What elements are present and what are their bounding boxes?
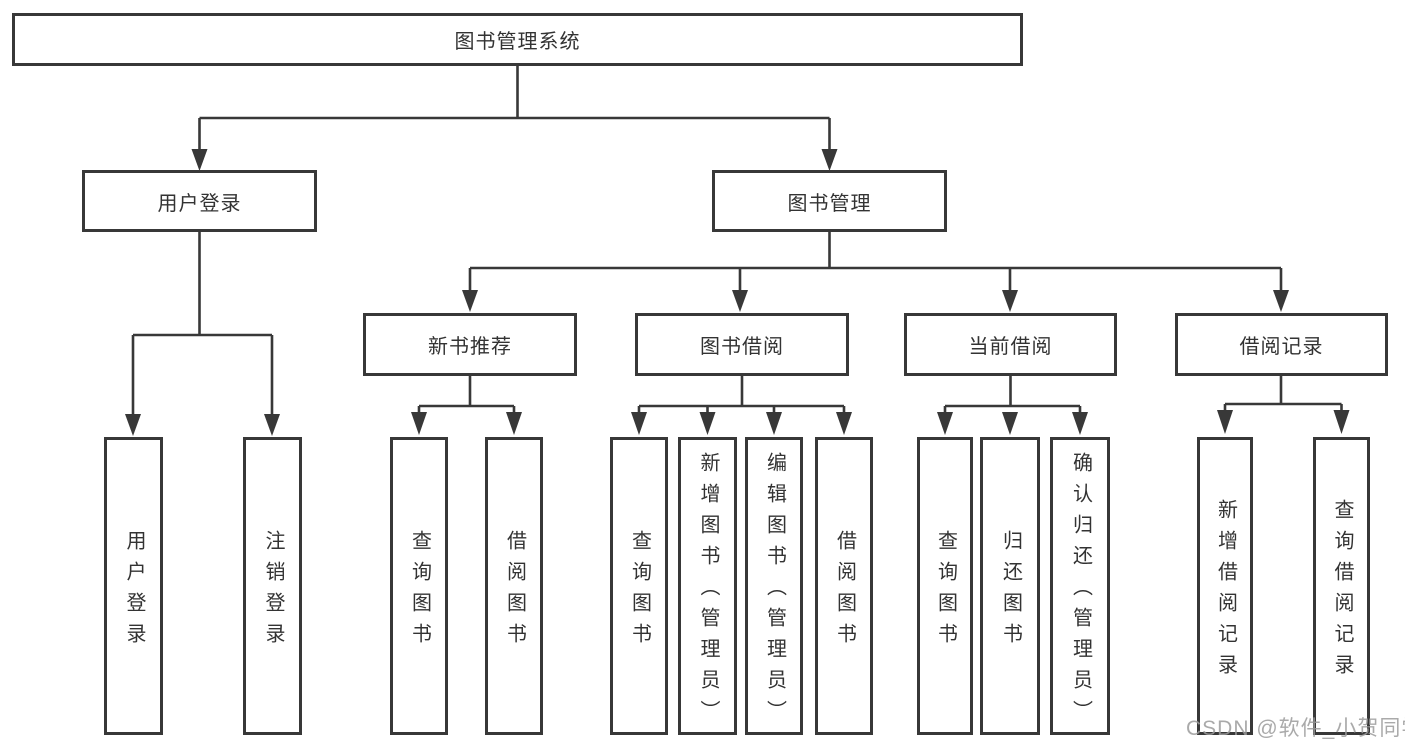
node-current-borrowing: 当前借阅 xyxy=(904,313,1117,376)
leaf-query-borrow-record: 查询借阅记录 xyxy=(1313,437,1370,735)
leaf-borrow-book-recommend: 借阅图书 xyxy=(485,437,543,735)
node-user-login-label: 用户登录 xyxy=(157,192,242,215)
leaf-logout: 注销登录 xyxy=(243,437,302,735)
leaf-logout-label: 注销登录 xyxy=(262,529,284,654)
arrowheads xyxy=(125,149,1350,436)
leaf-return-book: 归还图书 xyxy=(980,437,1040,735)
node-user-login: 用户登录 xyxy=(82,170,317,232)
node-current-borrowing-label: 当前借阅 xyxy=(968,336,1053,358)
leaf-query-book-borrow-label: 查询图书 xyxy=(628,529,651,654)
node-book-management-label: 图书管理 xyxy=(787,192,872,215)
node-root-label: 图书管理系统 xyxy=(454,31,581,53)
node-book-borrowing-label: 图书借阅 xyxy=(700,336,784,358)
leaf-borrow-book-recommend-label: 借阅图书 xyxy=(503,529,526,654)
leaf-add-book-admin-label: 新增图书（管理员） xyxy=(697,452,719,731)
leaf-query-book-current-label: 查询图书 xyxy=(934,529,957,654)
leaf-query-borrow-record-label: 查询借阅记录 xyxy=(1331,498,1353,685)
leaf-edit-book-admin: 编辑图书（管理员） xyxy=(745,437,803,735)
leaf-borrow-book-borrow: 借阅图书 xyxy=(815,437,873,735)
node-book-borrowing: 图书借阅 xyxy=(635,313,849,376)
leaf-add-book-admin: 新增图书（管理员） xyxy=(678,437,737,735)
leaf-user-login-label: 用户登录 xyxy=(123,529,145,654)
node-root: 图书管理系统 xyxy=(12,13,1023,66)
node-borrowing-records-label: 借阅记录 xyxy=(1239,336,1324,358)
leaf-borrow-book-borrow-label: 借阅图书 xyxy=(833,529,856,654)
leaf-query-book-current: 查询图书 xyxy=(917,437,973,735)
node-borrowing-records: 借阅记录 xyxy=(1175,313,1388,376)
leaf-edit-book-admin-label: 编辑图书（管理员） xyxy=(763,452,786,731)
leaf-confirm-return-admin-label: 确认归还（管理员） xyxy=(1069,452,1092,731)
leaf-add-borrow-record-label: 新增借阅记录 xyxy=(1214,498,1237,685)
leaf-add-borrow-record: 新增借阅记录 xyxy=(1197,437,1253,735)
leaf-return-book-label: 归还图书 xyxy=(999,529,1022,654)
node-new-book-recommend: 新书推荐 xyxy=(363,313,577,376)
leaf-query-book-recommend-label: 查询图书 xyxy=(408,529,431,654)
leaf-query-book-borrow: 查询图书 xyxy=(610,437,668,735)
node-book-management: 图书管理 xyxy=(712,170,947,232)
watermark: CSDN @软件_小贺同学 xyxy=(1186,717,1405,740)
node-new-book-recommend-label: 新书推荐 xyxy=(428,336,512,358)
leaf-confirm-return-admin: 确认归还（管理员） xyxy=(1050,437,1110,735)
leaf-user-login: 用户登录 xyxy=(104,437,163,735)
leaf-query-book-recommend: 查询图书 xyxy=(390,437,448,735)
